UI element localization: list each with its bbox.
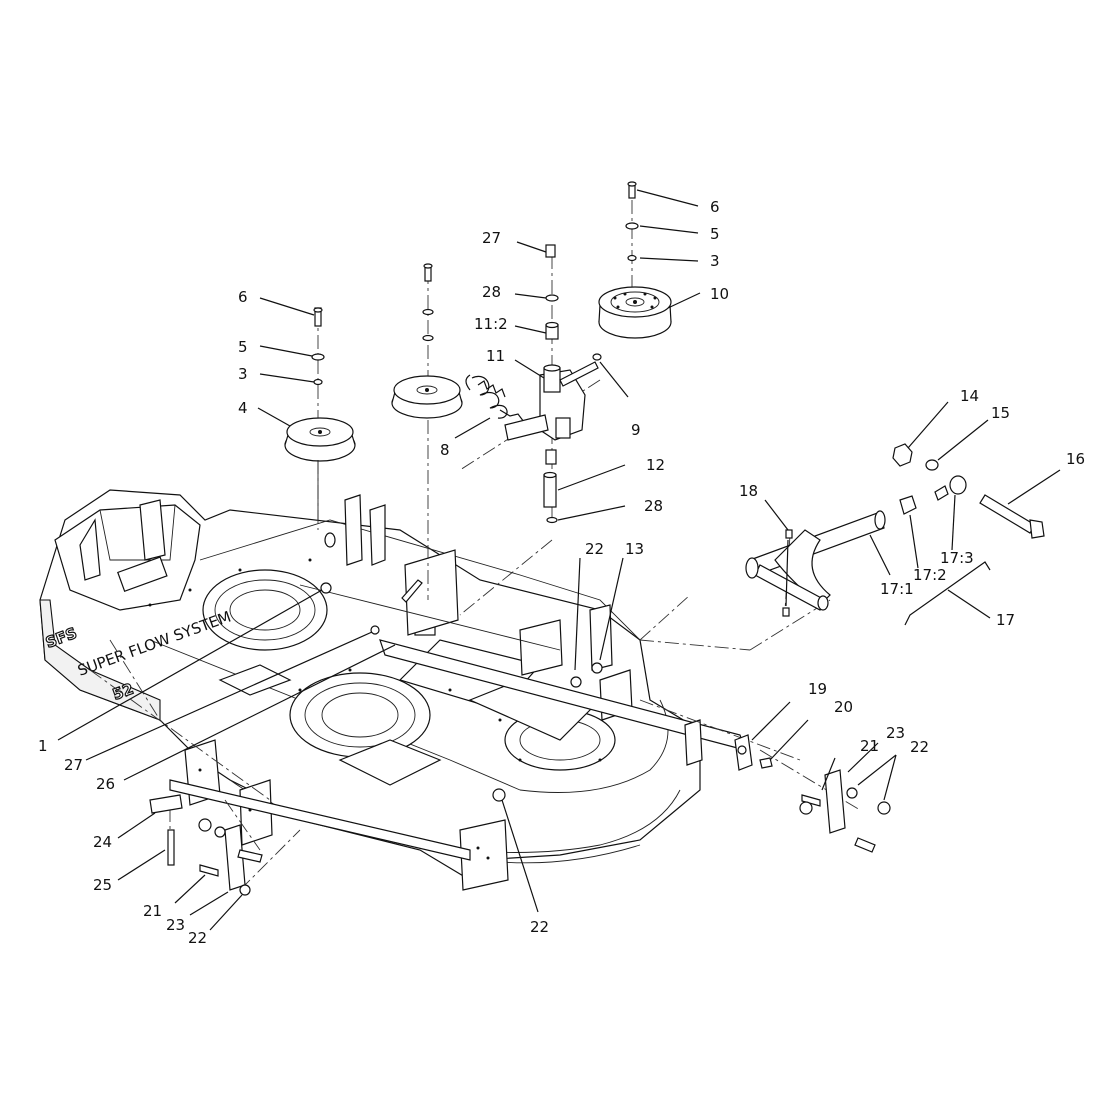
callout-14: 14	[960, 387, 979, 405]
callout-1: 1	[38, 737, 48, 755]
leader-lines	[57, 189, 1061, 931]
lift-rod-assembly-17	[745, 475, 967, 617]
spacer-3-left	[313, 378, 323, 386]
pulley-10	[598, 286, 672, 339]
nut-22-bottom	[492, 788, 506, 802]
nut-27-left	[370, 625, 380, 635]
callout-3-left: 3	[238, 365, 248, 383]
callout-27-left: 27	[64, 756, 83, 774]
nut-27-top	[545, 244, 556, 258]
deck-nuts	[320, 532, 603, 802]
callout-6-left: 6	[238, 288, 248, 306]
callout-4: 4	[238, 399, 248, 417]
washer-28-top	[545, 294, 559, 302]
callout-22-bottom: 22	[530, 918, 549, 936]
callout-22-left: 22	[188, 929, 207, 947]
right-pulley-assembly	[598, 181, 672, 339]
callout-13: 13	[625, 540, 644, 558]
callout-23-left: 23	[166, 916, 185, 934]
bushing-12	[543, 474, 557, 508]
nut-22-left	[239, 884, 251, 896]
callout-8: 8	[440, 441, 450, 459]
nut-14	[892, 443, 913, 467]
callout-10: 10	[710, 285, 729, 303]
nut-1	[320, 582, 332, 594]
callout-28-top: 28	[482, 283, 501, 301]
callout-9: 9	[631, 421, 641, 439]
callout-11-2: 11:2	[474, 315, 508, 333]
callout-23-right: 23	[886, 724, 905, 742]
spacer-3-right	[627, 254, 637, 262]
link-23-right	[824, 769, 846, 834]
bolt-21-right	[801, 794, 821, 807]
washer-17-3	[949, 475, 967, 495]
callout-3-right: 3	[710, 252, 720, 270]
callout-16: 16	[1066, 450, 1085, 468]
plate-24	[149, 794, 183, 814]
callout-12: 12	[646, 456, 665, 474]
mower-deck	[39, 489, 746, 891]
callout-22-right: 22	[910, 738, 929, 756]
callout-15: 15	[991, 404, 1010, 422]
pin-25	[167, 829, 175, 866]
nut-22-top	[570, 676, 582, 688]
spring-8	[465, 374, 525, 423]
bolt-20	[759, 757, 773, 769]
callout-21-right: 21	[860, 737, 879, 755]
callout-17: 17	[996, 611, 1015, 629]
callout-17-2: 17:2	[913, 566, 947, 584]
callout-17-3: 17:3	[940, 549, 974, 567]
callout-25: 25	[93, 876, 112, 894]
callout-21-left: 21	[143, 902, 162, 920]
bolt-21-left	[199, 864, 219, 877]
washer-5-right	[625, 222, 639, 230]
bushing-12-top	[545, 449, 557, 465]
center-pulley-assembly	[391, 263, 463, 419]
washer-5-left	[311, 353, 325, 361]
callout-5-left: 5	[238, 338, 248, 356]
callout-24: 24	[93, 833, 112, 851]
callout-5-right: 5	[710, 225, 720, 243]
callout-17-1: 17:1	[880, 580, 914, 598]
callout-19: 19	[808, 680, 827, 698]
callout-22-top: 22	[585, 540, 604, 558]
washer-15	[925, 459, 939, 471]
idler-pulley-center	[391, 375, 463, 419]
callout-6-right: 6	[710, 198, 720, 216]
left-front-hardware	[149, 794, 263, 896]
callout-labels: 6 5 3 10 27 28 11:2 11 9 8 12 28 6 5 3 4…	[38, 198, 1085, 947]
washer-28-mid	[546, 516, 558, 524]
pulley-4	[284, 417, 356, 462]
nut-9	[592, 353, 602, 361]
callout-11: 11	[486, 347, 505, 365]
nut-13	[591, 662, 603, 674]
idler-arm-11	[504, 244, 602, 524]
lift-hardware	[892, 443, 1045, 539]
callout-20: 20	[834, 698, 853, 716]
callout-28-mid: 28	[644, 497, 663, 515]
callout-26: 26	[96, 775, 115, 793]
bolt-16	[979, 494, 1036, 534]
callout-18: 18	[739, 482, 758, 500]
right-front-hardware	[734, 734, 891, 853]
nut-22-right	[877, 801, 891, 815]
callout-27-top: 27	[482, 229, 501, 247]
bushing-17-2	[899, 495, 917, 515]
left-pulley-assembly	[284, 307, 356, 520]
